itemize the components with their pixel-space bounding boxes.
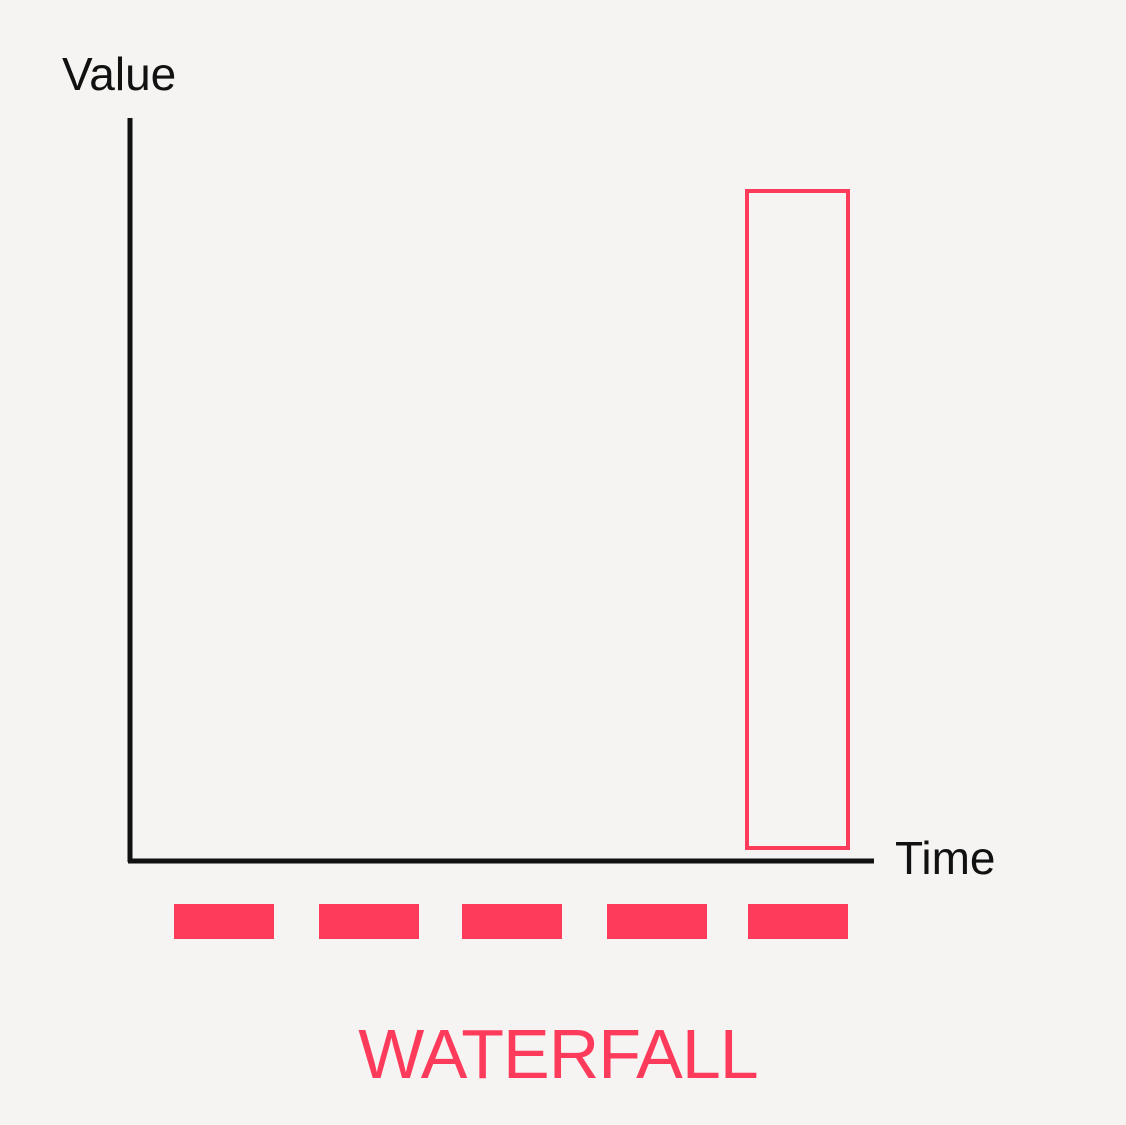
- waterfall-bar: [745, 189, 850, 850]
- phase-segment: [174, 904, 274, 939]
- x-axis-label: Time: [895, 832, 996, 884]
- y-axis-label: Value: [62, 48, 176, 100]
- phase-segment: [607, 904, 707, 939]
- phase-segment: [462, 904, 562, 939]
- phase-segment: [319, 904, 419, 939]
- phase-segment: [748, 904, 848, 939]
- diagram-title: WATERFALL: [358, 1015, 757, 1093]
